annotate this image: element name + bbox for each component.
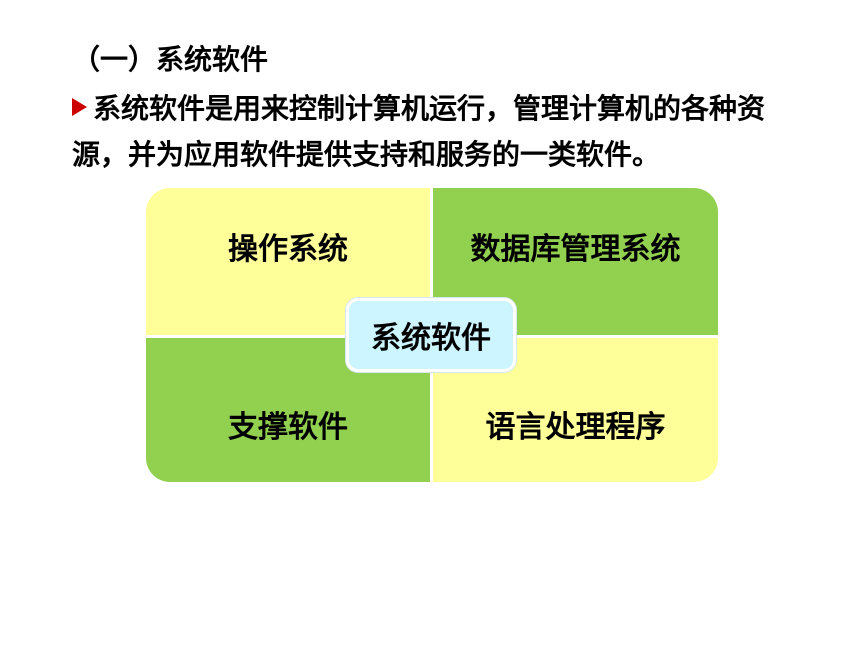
section-heading: （一）系统软件	[72, 43, 269, 76]
quadrant-label: 数据库管理系统	[470, 232, 681, 267]
definition-text: 系统软件是用来控制计算机运行，管理计算机的各种资源，并为应用软件提供支持和服务的…	[72, 92, 766, 171]
quadrant-os: 操作系统	[146, 188, 430, 335]
quadrant-label: 操作系统	[228, 232, 348, 267]
quadrant-label: 语言处理程序	[485, 410, 666, 445]
center-label: 系统软件	[371, 321, 491, 356]
arrow-bullet-icon	[72, 98, 87, 116]
quadrant-label: 支撑软件	[228, 410, 348, 445]
quadrant-support-software: 支撑软件	[146, 338, 430, 482]
system-software-diagram: 操作系统 数据库管理系统 支撑软件 语言处理程序 系统软件	[146, 188, 718, 482]
definition-paragraph: 系统软件是用来控制计算机运行，管理计算机的各种资源，并为应用软件提供支持和服务的…	[72, 86, 792, 178]
center-node-system-software: 系统软件	[346, 298, 516, 372]
